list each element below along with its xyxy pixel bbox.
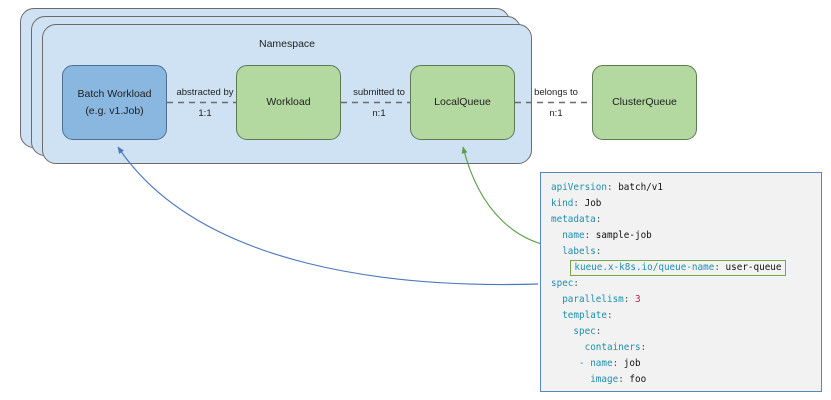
code-value: Job [584,198,602,209]
code-key: kind [551,198,574,209]
code-line: resources: [551,388,821,391]
code-key: containers [584,342,641,353]
code-key: parallelism [562,294,624,305]
code-line: - name: job [551,356,821,372]
code-sep: : [618,374,630,385]
code-sep: : [640,342,647,353]
code-value: sample-job [595,230,652,241]
code-key: metadata [551,214,596,225]
code-line: parallelism: 3 [551,292,821,308]
code-line: image: foo [551,372,821,388]
code-sep: : [595,246,602,257]
code-line: name: sample-job [551,228,821,244]
code-line: spec: [551,276,821,292]
code-key: - name [579,358,613,369]
code-value: batch/v1 [618,182,663,193]
code-key: template [562,310,607,321]
entity-label-line1: LocalQueue [434,96,491,109]
entity-label-line1: ClusterQueue [612,96,677,109]
code-value: user-queue [725,262,782,273]
code-line: containers: [551,340,821,356]
code-key: apiVersion [551,182,607,193]
code-key: name [562,230,585,241]
code-sep: : [573,198,585,209]
entity-box-localqueue[interactable]: LocalQueue [410,65,515,140]
relation-cardinality: 1:1 [198,108,212,119]
code-sep: : [623,294,635,305]
code-sep: : [573,278,579,289]
code-line: metadata: [551,212,821,228]
queue-name-label-highlight[interactable]: kueue.x-k8s.io/queue-name: user-queue [570,260,786,276]
relation-name: abstracted by [176,87,234,98]
code-sep: : [606,310,613,321]
entity-label-line1: Batch Workload [77,88,152,101]
code-value: 3 [634,294,641,305]
yaml-code-block[interactable]: apiVersion: batch/v1 kind: Job metadata:… [540,172,822,392]
code-line: labels: [551,244,821,260]
code-value: job [623,358,641,369]
relation-cardinality: n:1 [549,108,563,119]
entity-box-workload[interactable]: Workload [236,65,341,140]
code-key: kueue.x-k8s.io/queue-name [574,262,715,273]
relation-name: belongs to [534,87,578,98]
code-line-highlighted-wrap: kueue.x-k8s.io/queue-name: user-queue [551,260,821,276]
code-value: foo [629,374,647,385]
relation-name: submitted to [353,87,405,98]
namespace-label: Namespace [258,38,316,50]
code-sep: : [595,214,602,225]
code-sep: : [714,262,726,273]
entity-box-batch-workload[interactable]: Batch Workload (e.g. v1.Job) [62,65,167,140]
code-line: spec: [551,324,821,340]
code-line: kind: Job [551,196,821,212]
relation-cardinality: n:1 [372,108,386,119]
entity-box-clusterqueue[interactable]: ClusterQueue [592,65,697,140]
code-key: image [590,374,619,385]
code-sep: : [612,358,624,369]
code-sep: : [641,390,647,391]
code-key: resources [590,390,640,391]
code-sep: : [606,182,619,193]
code-sep: : [584,230,596,241]
code-key: labels [562,246,596,257]
code-key: spec [551,278,574,289]
code-key: spec [573,326,596,337]
code-sep: : [595,326,602,337]
code-line: template: [551,308,821,324]
entity-label-line2: (e.g. v1.Job) [85,104,144,117]
entity-label-line1: Workload [266,96,311,109]
code-line: apiVersion: batch/v1 [551,180,821,196]
